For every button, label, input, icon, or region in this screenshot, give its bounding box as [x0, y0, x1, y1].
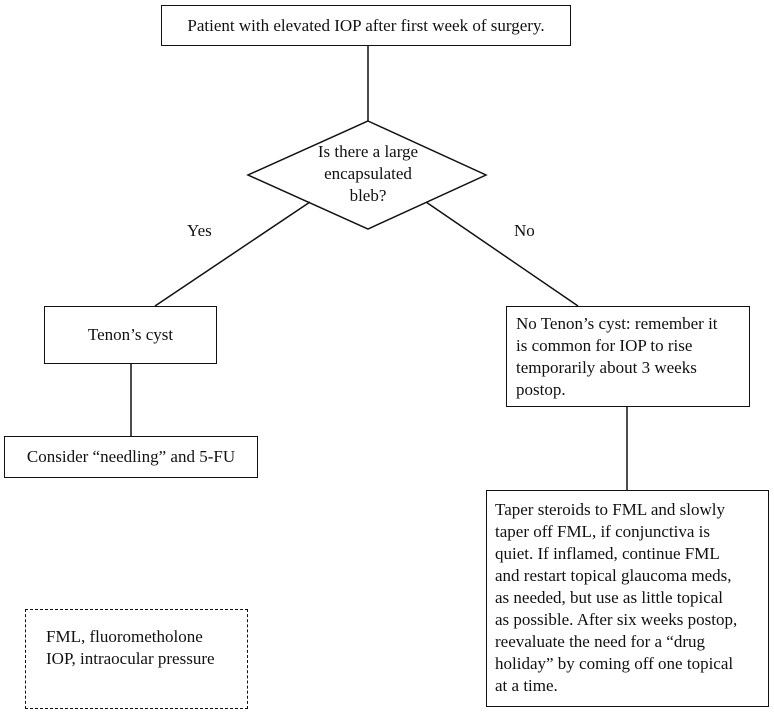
- taper-line: and restart topical glaucoma meds,: [495, 566, 732, 585]
- decision-line: encapsulated: [324, 164, 412, 183]
- abbreviation-legend: FML, fluorometholone IOP, intraocular pr…: [25, 609, 248, 709]
- legend-line: FML, fluorometholone: [46, 627, 203, 646]
- tenons-cyst-box: Tenon’s cyst: [44, 306, 217, 364]
- connector-decision-to-no-tenons-cyst: [425, 201, 579, 307]
- taper-line: quiet. If inflamed, continue FML: [495, 544, 720, 563]
- no-tenons-cyst-box: No Tenon’s cyst: remember it is common f…: [506, 306, 750, 407]
- start-box: Patient with elevated IOP after first we…: [161, 5, 571, 46]
- decision-line: bleb?: [349, 186, 387, 205]
- taper-line: at a time.: [495, 676, 558, 695]
- taper-line: reevaluate the need for a “drug: [495, 632, 706, 651]
- no-cyst-line: temporarily about 3 weeks: [516, 358, 697, 377]
- taper-line: as needed, but use as little topical: [495, 588, 724, 607]
- taper-line: holiday” by coming off one topical: [495, 654, 734, 673]
- needling-text: Consider “needling” and 5-FU: [26, 447, 236, 466]
- start-text: Patient with elevated IOP after first we…: [187, 15, 545, 35]
- taper-line: as possible. After six weeks postop,: [495, 610, 738, 629]
- needling-box: Consider “needling” and 5-FU: [4, 436, 258, 478]
- connector-decision-to-tenons-cyst: [154, 201, 311, 307]
- no-cyst-line: postop.: [516, 380, 566, 399]
- tenons-cyst-text: Tenon’s cyst: [87, 325, 174, 344]
- no-label: No: [514, 221, 535, 240]
- decision-line: Is there a large: [317, 142, 419, 161]
- no-cyst-line: is common for IOP to rise: [516, 336, 693, 355]
- no-cyst-line: No Tenon’s cyst: remember it: [516, 314, 718, 333]
- decision-text: Is there a large encapsulated bleb?: [288, 141, 448, 207]
- taper-steroids-box: Taper steroids to FML and slowly taper o…: [486, 490, 769, 707]
- taper-line: Taper steroids to FML and slowly: [495, 500, 726, 519]
- taper-line: taper off FML, if conjunctiva is: [495, 522, 710, 541]
- legend-line: IOP, intraocular pressure: [46, 649, 215, 668]
- yes-label: Yes: [187, 221, 212, 240]
